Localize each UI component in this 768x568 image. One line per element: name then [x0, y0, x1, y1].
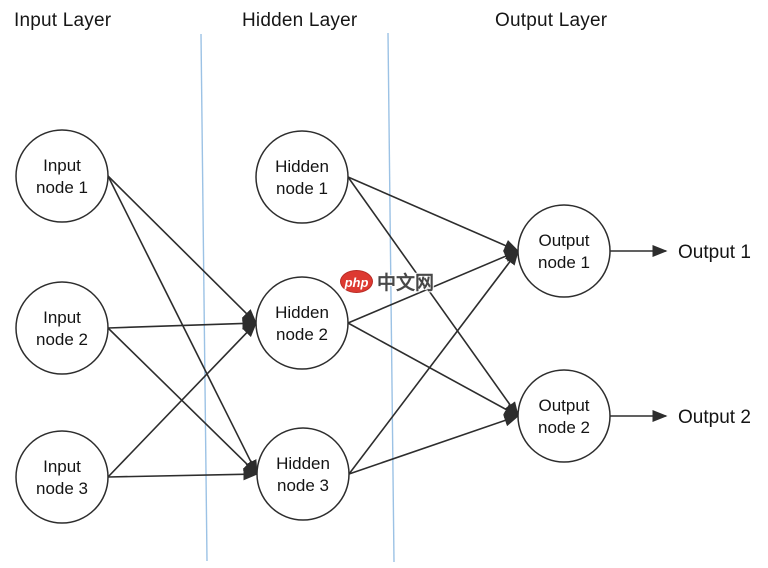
edge-i2-h3: [107, 327, 259, 476]
node-circle-h2: [255, 276, 349, 370]
node-circle-o1: [517, 204, 611, 298]
edge-i3-h3: [107, 468, 259, 481]
node-circle-h1: [255, 130, 349, 224]
node-circle-o2: [517, 369, 611, 463]
edge-h2-o2: [347, 322, 520, 417]
edge-h1-o2: [347, 176, 519, 418]
layer-separator-line-1: [200, 33, 208, 562]
php-logo-icon: php: [340, 270, 373, 293]
edge-i3-h2: [107, 321, 258, 478]
layer-label-input: Input Layer: [14, 10, 112, 31]
watermark: php 中文网: [340, 268, 434, 295]
edge-i1-h2: [107, 175, 258, 325]
node-circle-i3: [15, 430, 109, 524]
node-circle-i1: [15, 129, 109, 223]
edge-h3-o2: [348, 414, 520, 475]
edge-h3-o1: [348, 249, 519, 475]
edge-h1-o1: [347, 176, 520, 252]
output-label-2: Output 2: [678, 407, 751, 428]
edge-h2-o1: [347, 250, 520, 324]
layer-label-output: Output Layer: [495, 10, 608, 31]
edge-i2-h2: [107, 317, 258, 330]
output-label-1: Output 1: [678, 242, 751, 263]
node-circle-i2: [15, 281, 109, 375]
node-circle-h3: [256, 427, 350, 521]
watermark-text: 中文网: [377, 273, 435, 294]
layer-separator-line-2: [387, 32, 395, 563]
layer-label-hidden: Hidden Layer: [242, 10, 358, 31]
